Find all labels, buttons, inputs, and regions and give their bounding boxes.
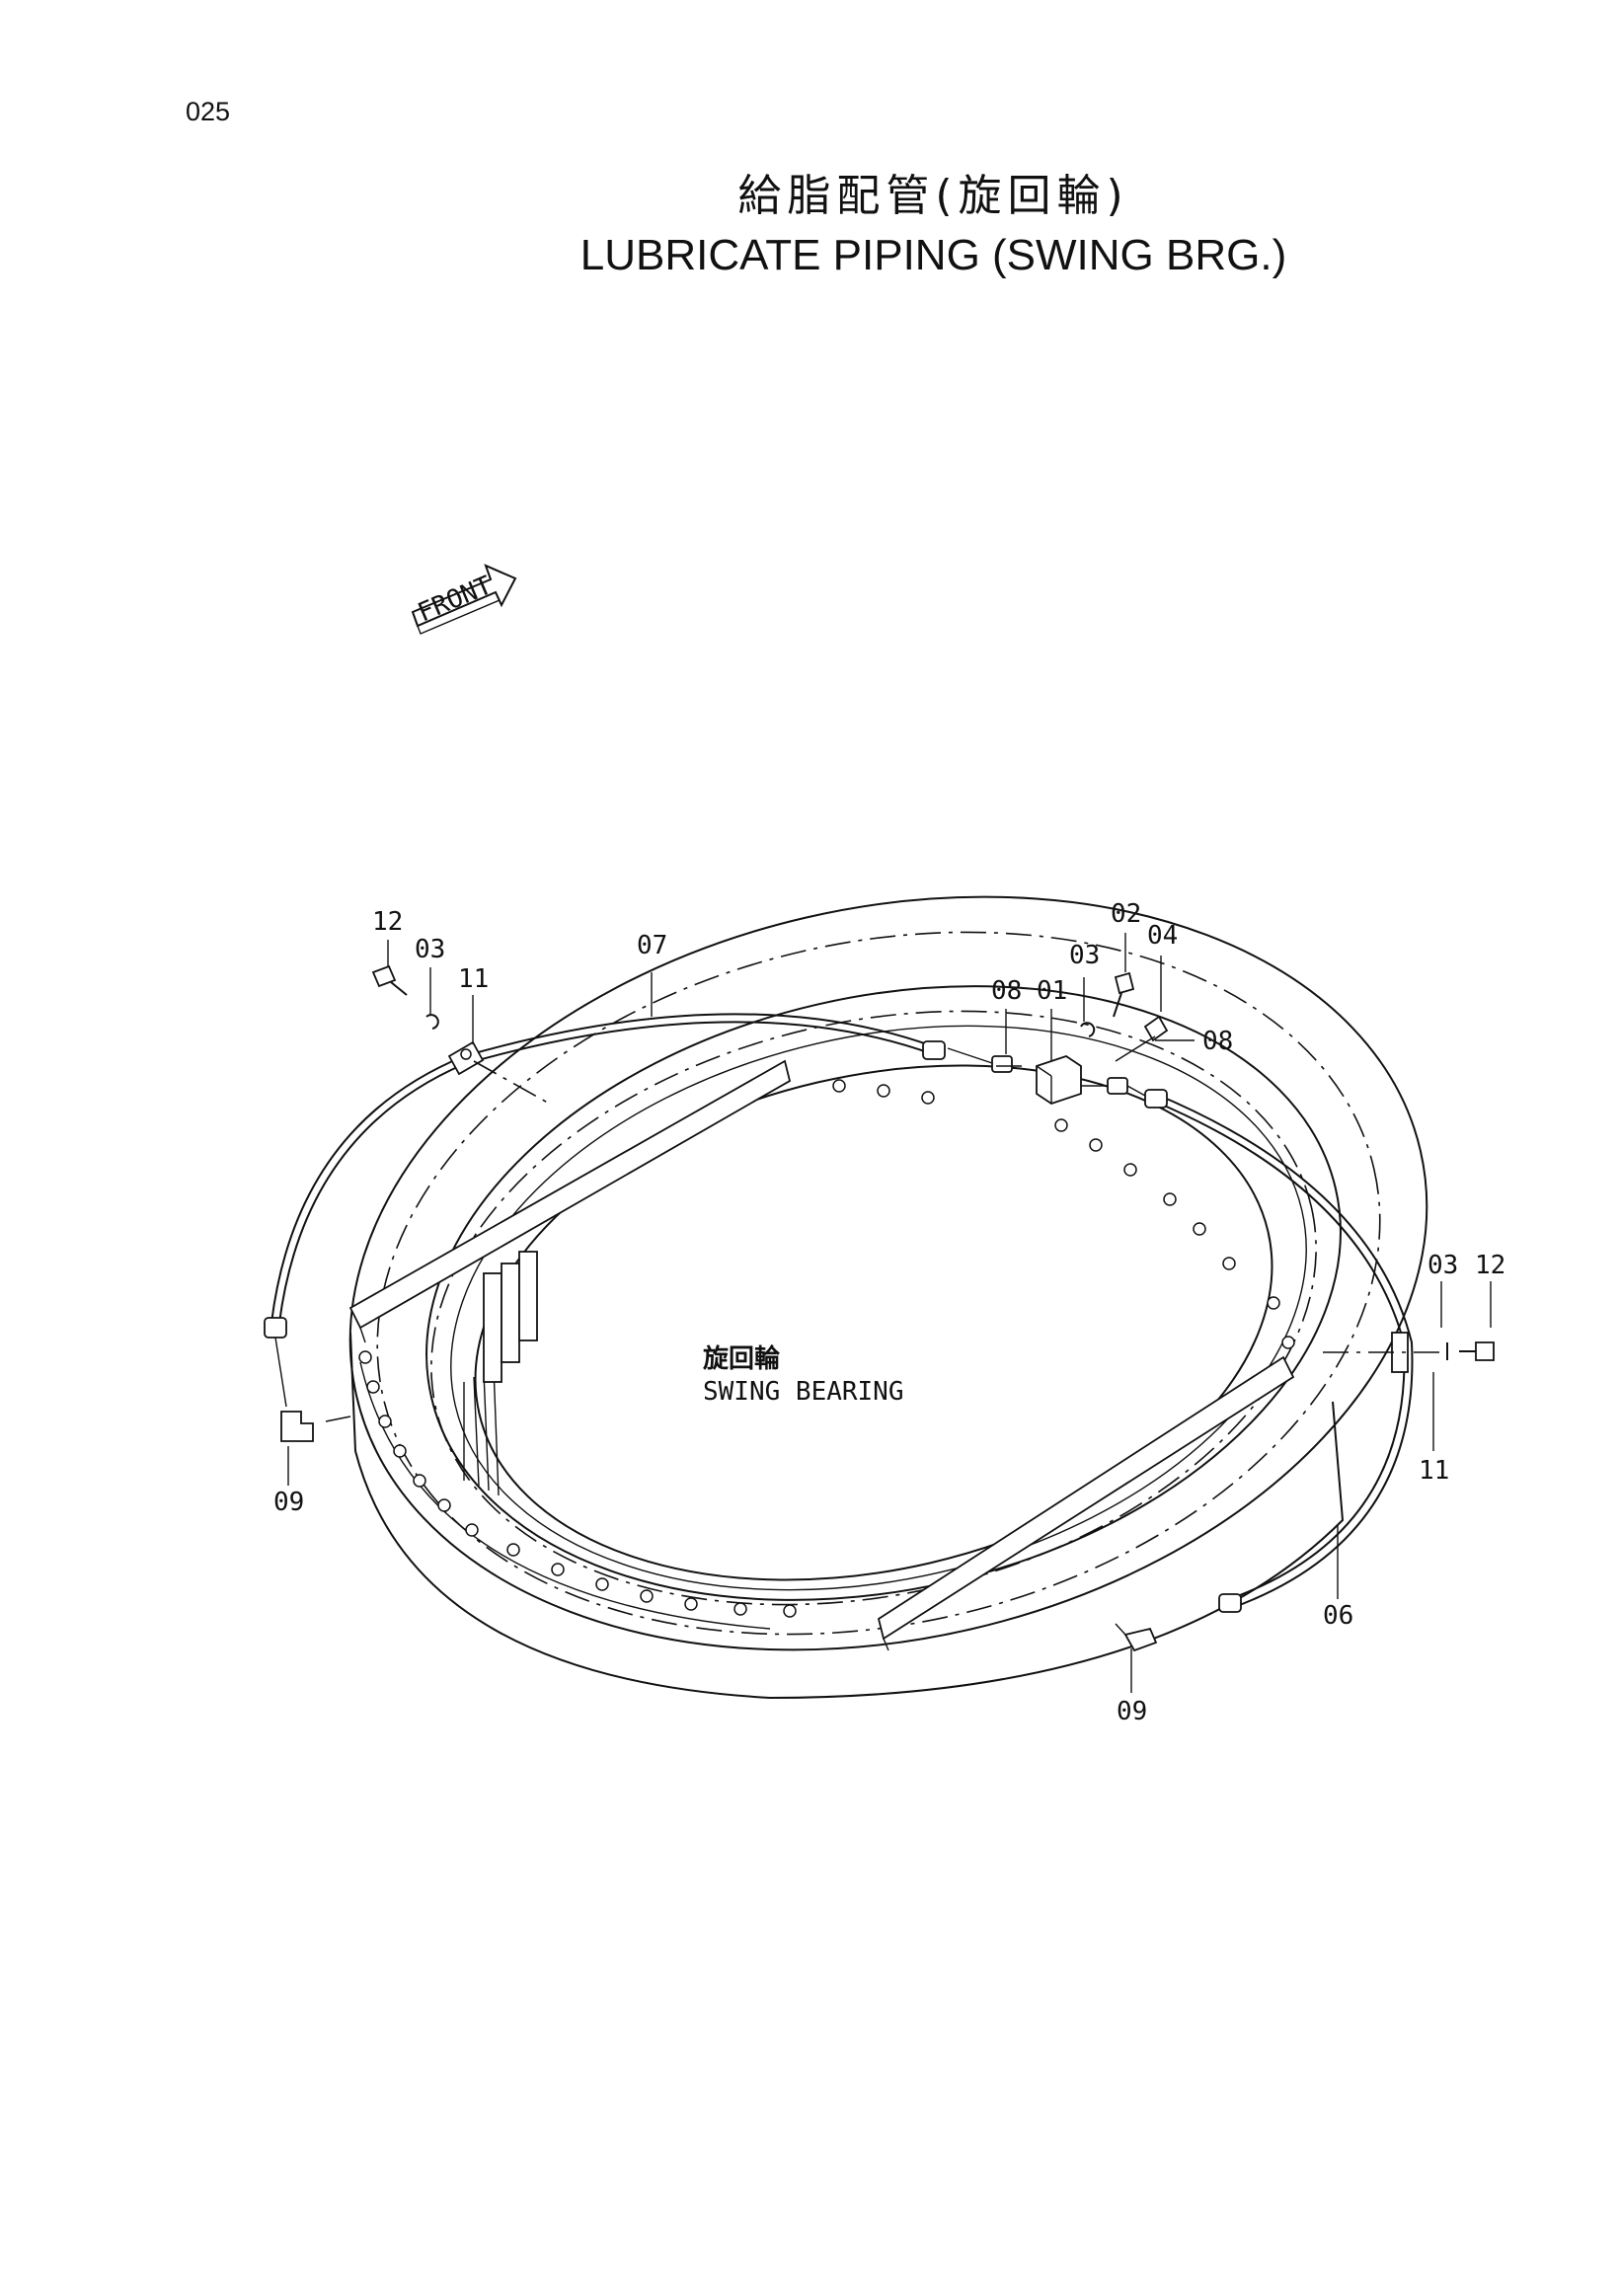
grease-block — [1036, 1055, 1082, 1105]
page-number: 025 — [186, 97, 231, 126]
leader-lines — [287, 933, 1492, 1693]
elbow-fitting — [280, 1411, 314, 1442]
pipe-nut — [1144, 1089, 1168, 1109]
callout-08-left: 08 — [991, 976, 1022, 1006]
adapter-fitting — [1107, 1077, 1128, 1095]
adapter-fitting — [991, 1055, 1013, 1073]
pipe-nut — [264, 1317, 287, 1339]
callout-07: 07 — [637, 931, 667, 960]
grease-nipple — [1143, 1015, 1169, 1042]
callout-11-left: 11 — [458, 964, 489, 994]
pipe-nut — [922, 1040, 946, 1060]
front-arrow-icon: FRONT — [411, 564, 517, 635]
callout-04: 04 — [1147, 921, 1178, 951]
callout-03-top: 03 — [1069, 941, 1100, 970]
title-english: LUBRICATE PIPING (SWING BRG.) — [579, 231, 1287, 279]
callout-09-left: 09 — [273, 1488, 304, 1517]
spring-washer — [1080, 1022, 1096, 1037]
bolt — [1114, 971, 1135, 995]
title-block: 給脂配管(旋回輪) LUBRICATE PIPING (SWING BRG.) — [0, 160, 1620, 280]
callout-03-right: 03 — [1427, 1251, 1458, 1280]
callouts: 12 03 11 07 08 01 03 02 04 08 03 12 11 0… — [273, 899, 1505, 1726]
lubricate-pipes — [264, 964, 1495, 1652]
bolt — [1475, 1341, 1495, 1361]
center-label-english: SWING BEARING — [703, 1377, 904, 1407]
callout-11-right: 11 — [1419, 1456, 1449, 1486]
elbow-fitting — [1123, 1627, 1158, 1652]
callout-12-left: 12 — [372, 907, 403, 937]
callout-02: 02 — [1111, 899, 1141, 929]
center-label-japanese: 旋回輪 — [703, 1343, 781, 1374]
callout-03-left: 03 — [415, 935, 445, 964]
callout-08-right: 08 — [1202, 1027, 1233, 1056]
spring-washer — [425, 1014, 439, 1030]
title-japanese: 給脂配管(旋回輪) — [737, 171, 1129, 221]
bolt — [371, 964, 397, 988]
callout-09-bottom: 09 — [1117, 1697, 1147, 1726]
callout-01: 01 — [1037, 976, 1067, 1006]
callout-12-right: 12 — [1475, 1251, 1505, 1280]
swing-bearing — [348, 895, 1428, 1700]
pipe-nut — [1218, 1593, 1242, 1613]
callout-06: 06 — [1323, 1601, 1353, 1631]
